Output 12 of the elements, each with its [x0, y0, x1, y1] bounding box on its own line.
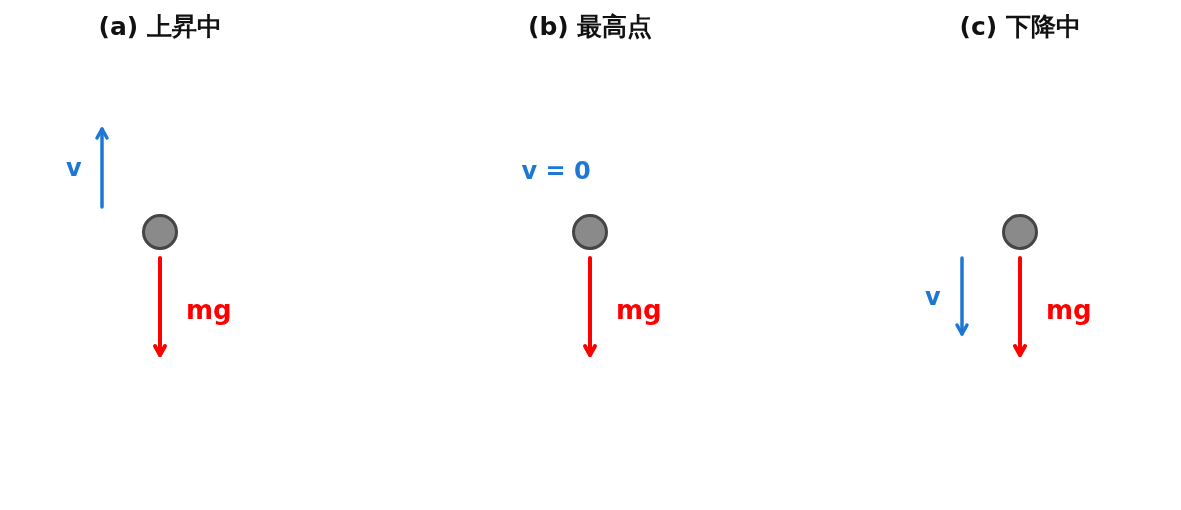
force-label: mg: [616, 297, 662, 323]
ball: [1002, 214, 1038, 250]
panel-title: (a) 上昇中: [98, 14, 222, 39]
panel-title: (b) 最高点: [528, 14, 653, 39]
ball: [572, 214, 608, 250]
force-label: mg: [1046, 297, 1092, 323]
panel-title: (c) 下降中: [959, 14, 1081, 39]
velocity-label: v: [925, 285, 941, 309]
ball: [142, 214, 178, 250]
velocity-label: v = 0: [521, 159, 591, 183]
velocity-label: v: [66, 156, 82, 180]
force-label: mg: [186, 297, 232, 323]
